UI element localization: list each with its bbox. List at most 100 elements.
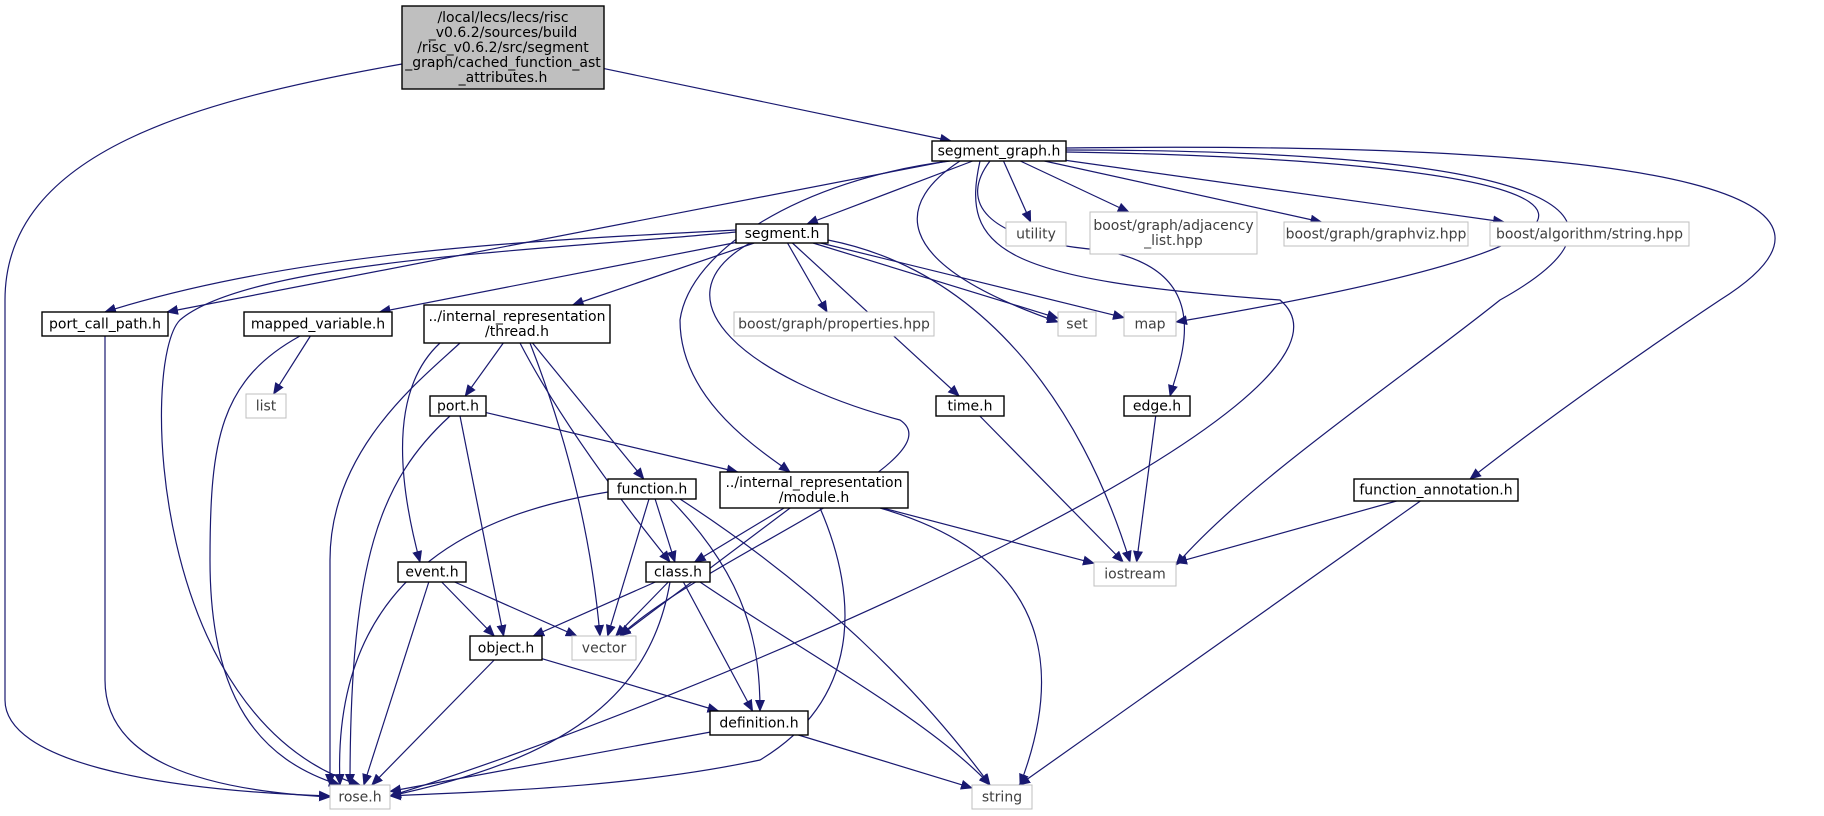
- edge-definition-to-rose: [389, 731, 711, 795]
- edge-event-to-object: [441, 581, 495, 637]
- node-thread[interactable]: ../internal_representation/thread.h: [423, 304, 611, 344]
- edge-function_annotation-to-iostream: [1175, 500, 1397, 565]
- node-box-mapped_variable: [243, 311, 393, 337]
- edge-segment_graph-to-function_annotation: [1065, 146, 1776, 480]
- node-label: edge.h: [1133, 399, 1181, 415]
- node-module[interactable]: ../internal_representation/module.h: [719, 471, 909, 509]
- node-label: boost/graph/adjacency: [1093, 218, 1253, 234]
- edge-thread-to-function: [532, 342, 645, 480]
- edge-segment_graph-to-iostream: [1065, 149, 1570, 566]
- edge-module-to-rose: [389, 507, 846, 801]
- edges-layer: [4, 63, 1776, 802]
- edge-object-to-definition: [541, 658, 720, 713]
- node-box-definition: [709, 710, 809, 736]
- edge-segment-to-thread: [571, 242, 755, 307]
- edge-segment-to-rose: [160, 231, 737, 787]
- node-label: _attributes.h: [458, 70, 548, 86]
- node-box-utility: [1005, 221, 1067, 247]
- edge-segment_graph-to-segment: [806, 160, 973, 225]
- node-port[interactable]: port.h: [429, 395, 487, 417]
- edge-segment_graph-to-port_call_path: [166, 160, 948, 315]
- node-label: definition.h: [719, 716, 798, 732]
- node-segment[interactable]: segment.h: [735, 223, 829, 244]
- node-label: ../internal_representation: [428, 309, 605, 325]
- node-label: port.h: [437, 399, 479, 415]
- edge-time-to-iostream: [979, 415, 1124, 563]
- edge-mapped_variable-to-rose: [209, 335, 341, 787]
- node-box-time: [935, 395, 1005, 417]
- node-label: /local/lecs/lecs/risc: [437, 10, 568, 26]
- node-box-iostream: [1093, 561, 1177, 587]
- node-box-port: [429, 395, 487, 417]
- node-time[interactable]: time.h: [935, 395, 1005, 417]
- node-function[interactable]: function.h: [607, 478, 697, 500]
- node-segment_graph[interactable]: segment_graph.h: [931, 140, 1067, 162]
- edge-port_call_path-to-rose: [104, 336, 331, 802]
- node-label: utility: [1016, 227, 1056, 243]
- edge-segment_graph-to-edge: [977, 160, 1185, 397]
- edge-thread-to-event: [401, 342, 441, 563]
- node-label: boost/graph/graphviz.hpp: [1286, 227, 1467, 243]
- edge-segment-to-set: [812, 242, 1059, 320]
- node-object[interactable]: object.h: [469, 635, 543, 661]
- node-label: port_call_path.h: [49, 317, 161, 333]
- node-label: list: [256, 399, 277, 415]
- edge-segment-to-iostream: [827, 239, 1132, 563]
- node-box-segment_graph: [931, 140, 1067, 162]
- edge-function_annotation-to-string: [1018, 500, 1421, 786]
- edge-thread-to-port: [464, 342, 504, 397]
- node-box-module: [719, 471, 909, 509]
- edge-segment_graph-to-adjacency: [1020, 160, 1130, 213]
- node-box-segment: [735, 223, 829, 244]
- edge-class-to-vector: [615, 581, 669, 637]
- edge-module-to-class: [693, 507, 785, 563]
- edge-mapped_variable-to-list: [273, 335, 311, 395]
- node-list: list: [245, 393, 287, 419]
- node-box-edge: [1123, 395, 1191, 417]
- node-box-function_annotation: [1353, 478, 1519, 502]
- node-mapped_variable[interactable]: mapped_variable.h: [243, 311, 393, 337]
- node-box-object: [469, 635, 543, 661]
- edge-segment_graph-to-utility: [1002, 160, 1032, 223]
- node-root[interactable]: /local/lecs/lecs/risc_v0.6.2/sources/bui…: [401, 5, 605, 90]
- node-definition[interactable]: definition.h: [709, 710, 809, 736]
- edge-event-to-vector: [454, 581, 578, 637]
- edge-segment-to-mapped_variable: [378, 241, 737, 315]
- node-box-port_call_path: [41, 311, 169, 337]
- node-iostream: iostream: [1093, 561, 1177, 587]
- node-label: event.h: [405, 565, 458, 581]
- edge-port-to-module: [485, 412, 739, 475]
- node-port_call_path[interactable]: port_call_path.h: [41, 311, 169, 337]
- node-box-list: [245, 393, 287, 419]
- node-label: mapped_variable.h: [251, 317, 385, 333]
- edge-class-to-rose: [389, 581, 671, 799]
- node-label: /thread.h: [485, 324, 549, 340]
- node-event[interactable]: event.h: [397, 561, 467, 583]
- node-label: class.h: [654, 565, 702, 581]
- edge-definition-to-string: [798, 734, 973, 790]
- node-function_annotation[interactable]: function_annotation.h: [1353, 478, 1519, 502]
- node-label: set: [1066, 317, 1088, 333]
- node-box-thread: [423, 304, 611, 344]
- node-label: object.h: [478, 641, 534, 657]
- node-box-vector: [571, 635, 637, 661]
- node-label: _list.hpp: [1143, 233, 1203, 249]
- edge-segment_graph-to-graphviz: [1044, 160, 1323, 225]
- edge-function-to-vector: [605, 498, 650, 637]
- node-label: segment.h: [745, 226, 820, 242]
- edge-thread-to-class: [519, 342, 671, 563]
- node-edge[interactable]: edge.h: [1123, 395, 1191, 417]
- edge-segment_graph-to-set: [916, 160, 1059, 324]
- node-box-algstring: [1489, 221, 1690, 247]
- node-box-map: [1123, 311, 1177, 337]
- node-class[interactable]: class.h: [645, 561, 711, 583]
- node-label: function_annotation.h: [1359, 483, 1512, 499]
- node-box-string: [971, 784, 1033, 810]
- edge-segment_graph-to-algstring: [1065, 159, 1506, 226]
- node-label: boost/algorithm/string.hpp: [1496, 227, 1683, 243]
- edge-segment-to-map: [820, 242, 1125, 320]
- node-label: iostream: [1104, 567, 1166, 583]
- node-box-set: [1057, 311, 1097, 337]
- nodes-layer: /local/lecs/lecs/risc_v0.6.2/sources/bui…: [41, 5, 1690, 810]
- edge-class-to-definition: [682, 581, 754, 712]
